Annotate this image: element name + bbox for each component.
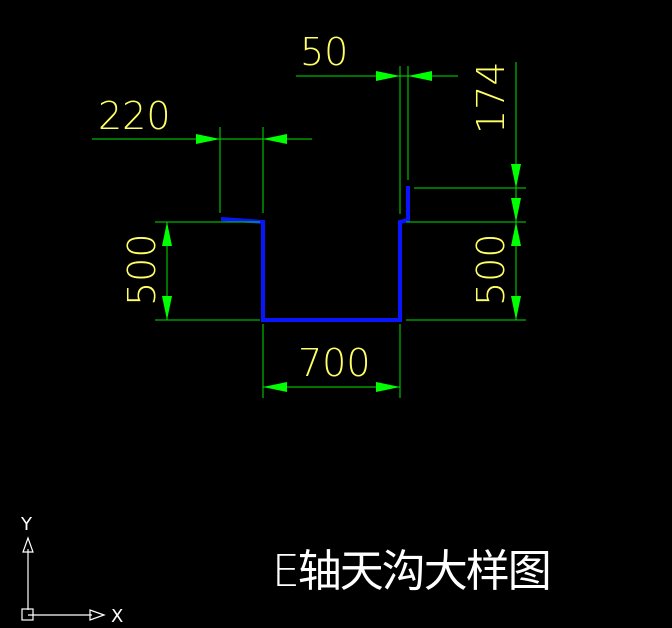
dim-text-174: 174 <box>469 61 513 134</box>
dimension-700: 700 <box>262 324 401 398</box>
dimension-500-right: 500 <box>406 221 526 321</box>
dimension-50: 50 <box>296 30 458 214</box>
ucs-icon: Y X <box>20 514 123 627</box>
dimension-500-left: 500 <box>120 221 260 321</box>
ucs-x-label: X <box>111 606 123 627</box>
dim-text-50: 50 <box>300 30 348 74</box>
ucs-y-label: Y <box>20 514 33 535</box>
gutter-profile <box>220 186 410 322</box>
dimension-220: 220 <box>92 94 312 213</box>
dim-text-220: 220 <box>98 94 171 138</box>
dim-text-700: 700 <box>298 341 371 385</box>
drawing-title: E轴天沟大样图 <box>272 546 550 597</box>
dim-text-500-right: 500 <box>469 233 513 306</box>
dimension-174: 174 <box>414 61 526 222</box>
dim-text-500-left: 500 <box>120 233 164 306</box>
